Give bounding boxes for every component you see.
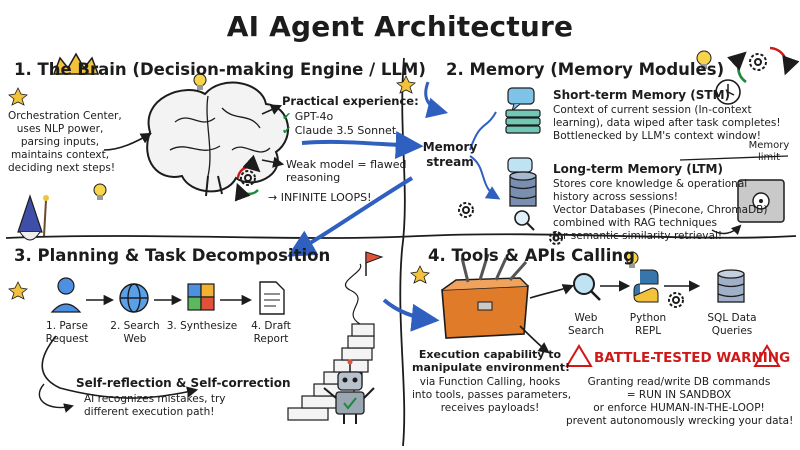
gear-icon	[458, 202, 474, 218]
stack-icon	[505, 109, 541, 134]
memory-to-planning-arrow	[287, 176, 414, 257]
memory-limit-label: Memory limit	[748, 140, 790, 163]
tool-label: Web Search	[567, 312, 605, 337]
gear-icon	[668, 292, 684, 308]
loop-icon	[234, 154, 261, 202]
planning-heading: 3. Planning & Task Decomposition	[14, 246, 331, 265]
lightbulb-icon	[625, 251, 639, 268]
orchestration-text: Orchestration Center, uses NLP power, pa…	[8, 110, 122, 174]
globe-icon	[119, 283, 149, 313]
lightbulb-icon	[93, 183, 107, 200]
step-label: 4. Draft Report	[251, 320, 291, 345]
step-label: 1. Parse Request	[45, 320, 89, 345]
step-label: 3. Synthesize	[166, 320, 238, 332]
clock-icon	[715, 79, 741, 105]
practical-experience-title: Practical experience:	[282, 94, 419, 108]
step-label: 2. Search Web	[110, 320, 160, 345]
memory-in-arrow	[301, 131, 424, 160]
memory-stream-wave	[469, 111, 498, 198]
planning-to-tools-arrow	[382, 298, 440, 332]
model-item: ✔ Claude 3.5 Sonnet	[282, 124, 397, 137]
check-icon: ✔	[282, 110, 292, 123]
puzzle-icon	[187, 283, 215, 311]
safe-icon	[737, 179, 785, 223]
memory-stream-label: Memory stream	[422, 140, 478, 169]
lightbulb-icon	[696, 50, 712, 69]
vertical-divider	[399, 57, 406, 447]
lightbulb-icon	[193, 73, 207, 90]
star-icon	[8, 87, 28, 106]
memory-heading: 2. Memory (Memory Modules)	[446, 60, 725, 79]
wizard-icon	[17, 194, 49, 241]
warning-icon	[565, 344, 781, 367]
gear-icon	[749, 53, 767, 71]
reflection-loop-arrow	[41, 335, 199, 399]
chat-bubble-icon	[507, 87, 535, 113]
magnifier-icon	[514, 210, 535, 231]
infinite-loops-text: → INFINITE LOOPS!	[268, 191, 372, 204]
tool-label: SQL Data Queries	[707, 312, 757, 337]
execution-title: Execution capability to manipulate envir…	[412, 348, 571, 374]
model-item: ✔ GPT-4o	[282, 110, 334, 123]
star-icon	[410, 265, 430, 284]
page-title: AI Agent Architecture	[226, 10, 574, 43]
stm-title: Short-term Memory (STM)	[553, 88, 731, 102]
check-icon: ✔	[282, 124, 292, 137]
memory-limit-line	[679, 155, 789, 161]
magnifier-icon	[573, 273, 601, 301]
gear-icon	[549, 231, 563, 245]
brain-heading: 1. The Brain (Decision-making Engine / L…	[14, 60, 426, 79]
brain-icon	[146, 81, 290, 197]
memory-curl-arrow	[424, 81, 449, 119]
warning-description: Granting read/write DB commands = RUN IN…	[566, 376, 794, 427]
stm-description: Context of current session (In-context l…	[553, 104, 781, 142]
star-icon	[8, 281, 28, 300]
python-icon	[633, 269, 659, 303]
person-icon	[50, 277, 82, 313]
warning-title: BATTLE-TESTED WARNING	[594, 350, 791, 366]
flag-icon	[365, 251, 384, 276]
weak-model-text: Weak model = flawed reasoning	[286, 158, 407, 184]
execution-description: via Function Calling, hooks into tools, …	[412, 376, 572, 414]
database-icon	[717, 269, 745, 303]
ltm-title: Long-term Memory (LTM)	[553, 162, 723, 176]
document-icon	[259, 281, 285, 315]
horizontal-divider	[5, 233, 797, 239]
database-icon	[509, 171, 537, 207]
reflection-description: AI recognizes mistakes, try different ex…	[84, 393, 226, 418]
tool-label: Python REPL	[629, 312, 667, 337]
refresh-icon	[727, 46, 800, 84]
robot-icon	[323, 359, 375, 424]
ltm-description: Stores core knowledge & operational hist…	[553, 178, 768, 242]
crown-icon	[52, 52, 100, 75]
reflection-title: Self-reflection & Self-correction	[76, 376, 291, 390]
star-icon	[396, 75, 416, 94]
toolbox-icon	[441, 253, 529, 339]
chat-bubble-icon	[507, 157, 533, 173]
tools-heading: 4. Tools & APIs Calling	[428, 246, 635, 265]
